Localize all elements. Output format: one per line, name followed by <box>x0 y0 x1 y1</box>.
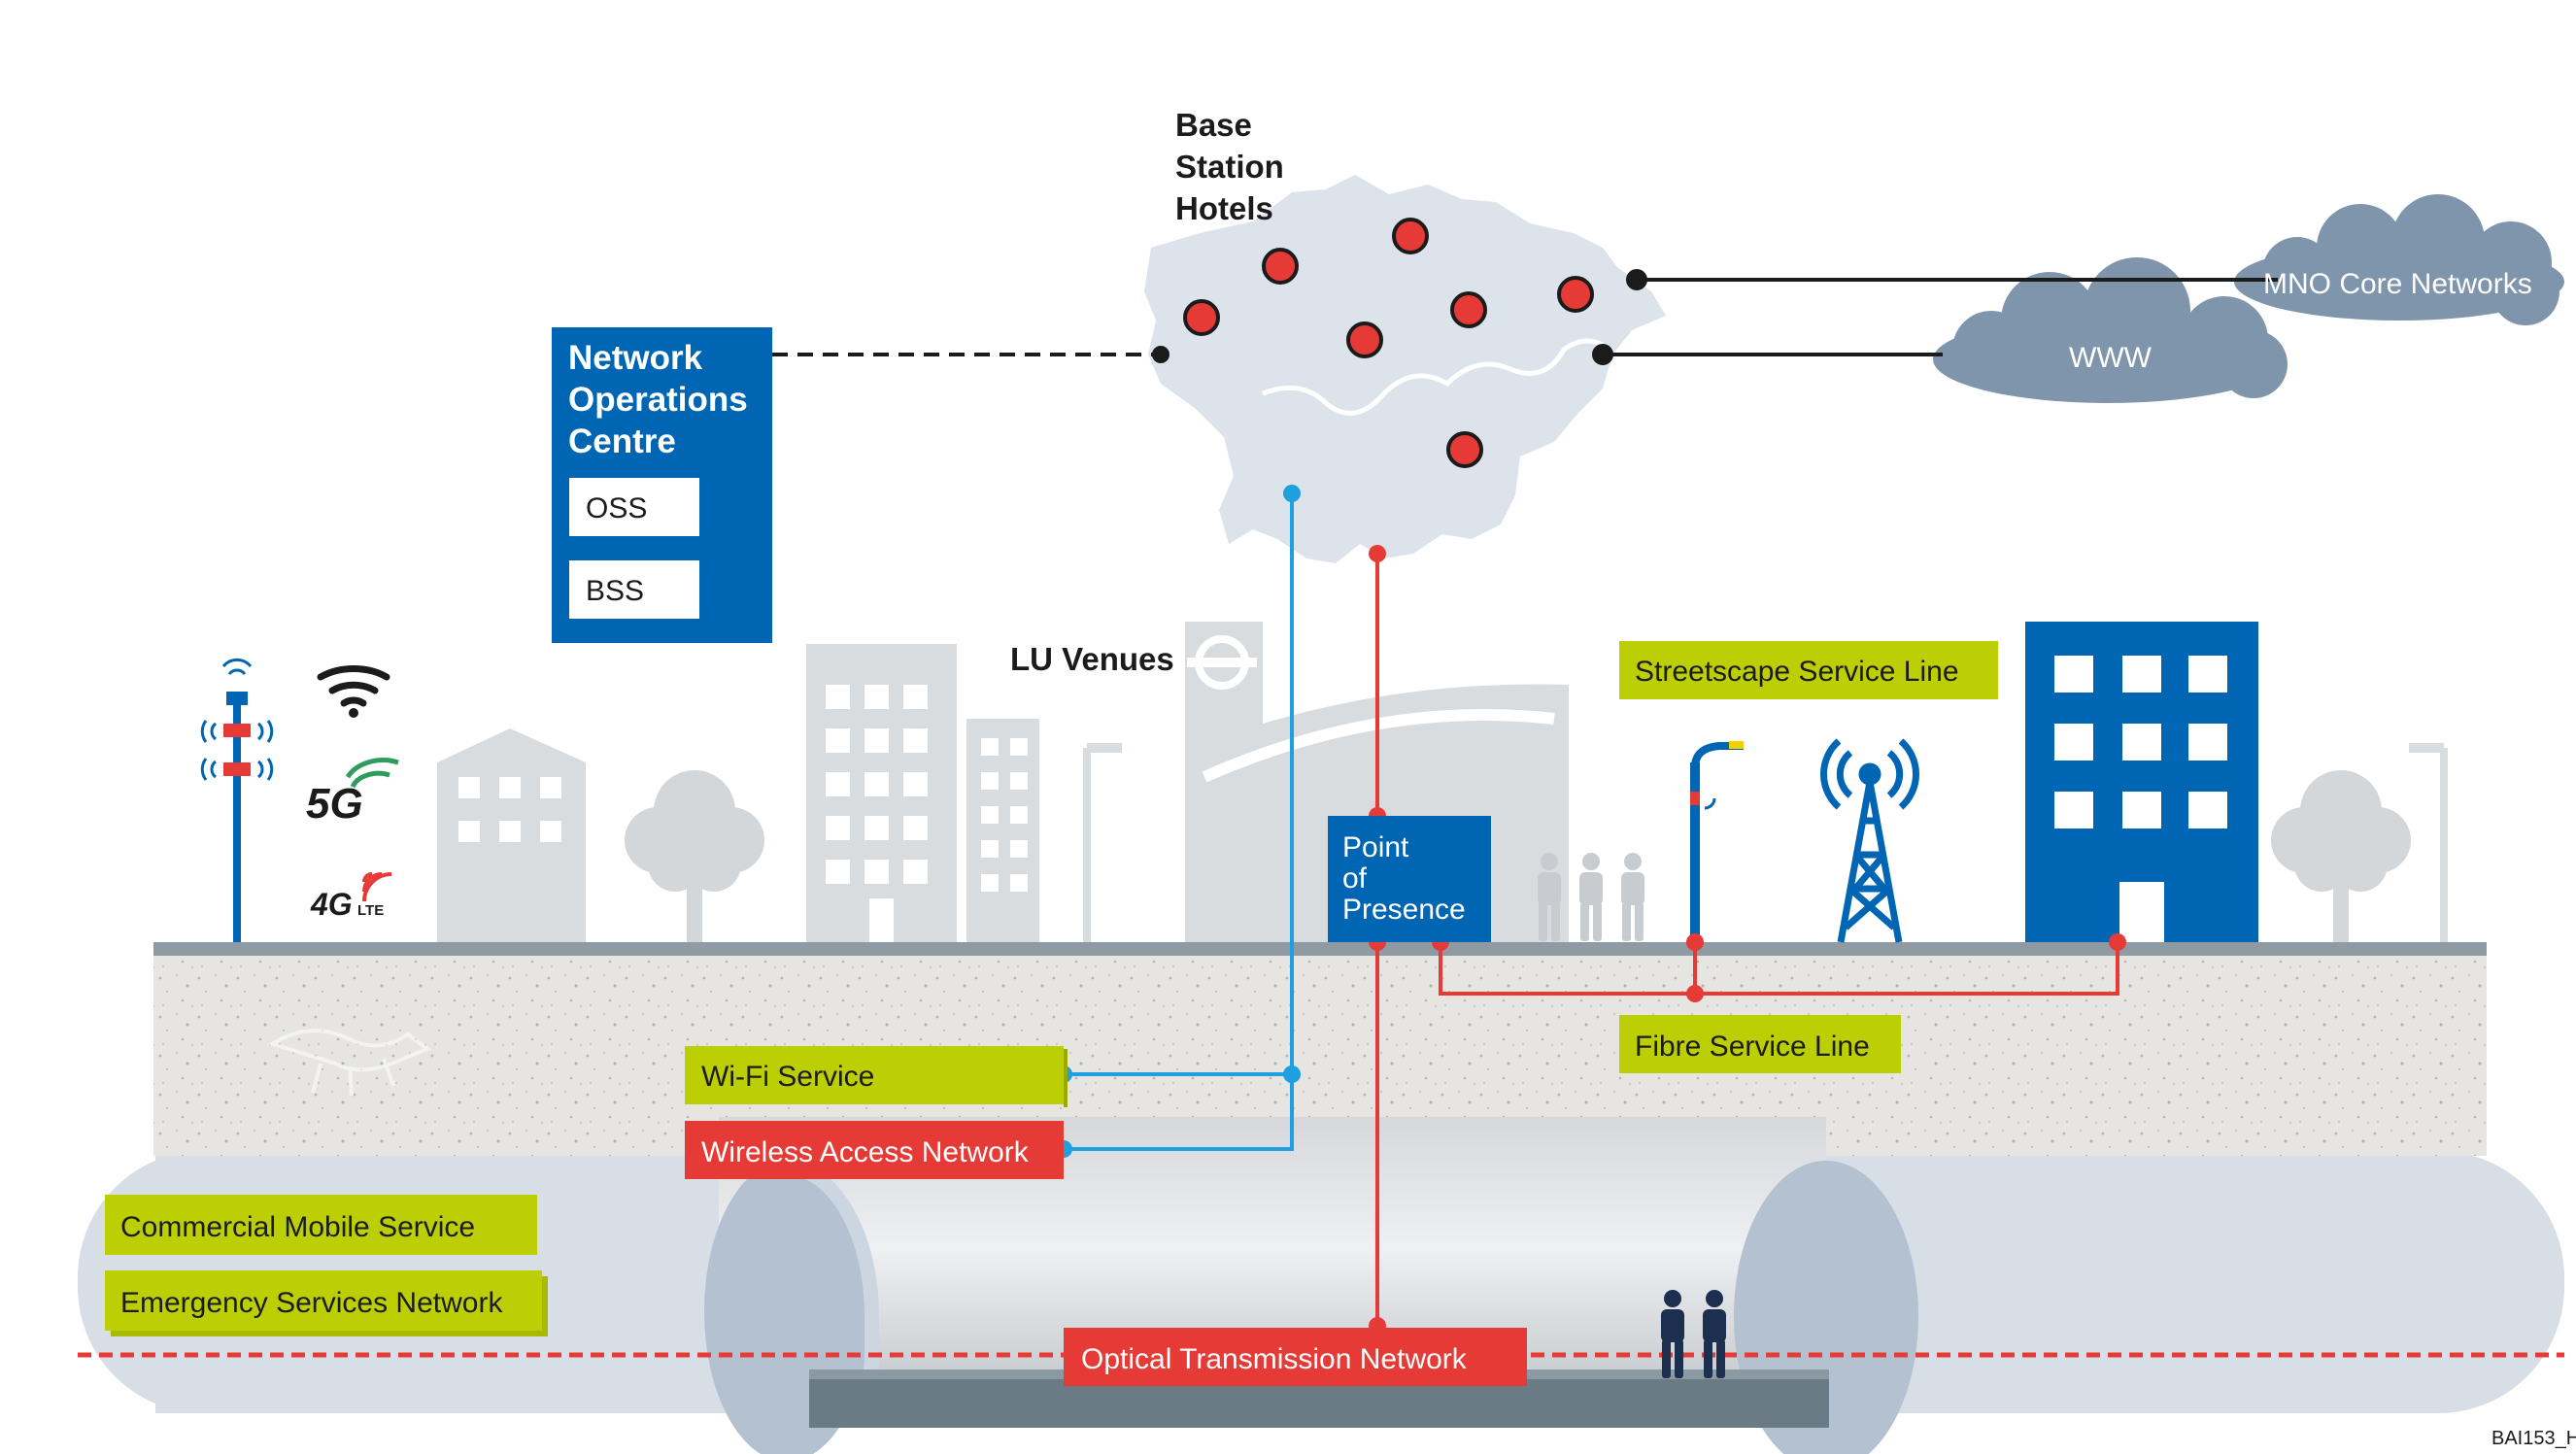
tunnel-tube <box>704 1117 1918 1454</box>
grey-buildings <box>437 622 2448 942</box>
hotel-marker <box>1557 276 1594 313</box>
bss-label: BSS <box>586 575 644 607</box>
4g-label: 4G <box>310 887 353 922</box>
hotel-marker <box>1392 218 1429 254</box>
5g-icon: 5G <box>306 758 399 828</box>
london-underground-roundel-icon <box>1187 635 1257 690</box>
oss-box <box>569 478 699 536</box>
radio-mast-icon <box>1819 738 1920 943</box>
hotel-marker <box>1450 291 1487 328</box>
base-station-hotels-line-3: Hotels <box>1175 190 1273 226</box>
hotel-marker <box>1262 248 1299 285</box>
oss-label: OSS <box>586 492 647 524</box>
wireless-access-network-label: Wireless Access Network <box>685 1121 1064 1179</box>
pop-line-1: Point <box>1342 831 1409 863</box>
cell-mast-icon <box>200 658 274 942</box>
cloud-connections <box>1592 269 2278 365</box>
fossil-icon <box>267 1029 432 1097</box>
fibre-service-label: Fibre Service Line <box>1619 1015 1901 1073</box>
wifi-service-label: Wi-Fi Service <box>685 1046 1068 1107</box>
reference-code: BAI153_H <box>2491 1428 2576 1449</box>
lte-label: LTE <box>357 902 384 919</box>
hotel-marker <box>1346 321 1383 358</box>
www-cloud <box>1933 257 2288 403</box>
people-icon <box>1538 853 1644 941</box>
mno-core-networks-cloud <box>2234 194 2564 325</box>
svg-text:Fibre Service Line: Fibre Service Line <box>1635 1031 1870 1063</box>
svg-text:Wireless Access Network: Wireless Access Network <box>701 1136 1030 1168</box>
base-station-hotels-line-2: Station <box>1175 149 1284 185</box>
noc-title-line-1: Network <box>568 339 703 377</box>
optical-transmission-network-label: Optical Transmission Network <box>1064 1328 1527 1386</box>
pop-line-3: Presence <box>1342 894 1466 926</box>
lu-venues-label: LU Venues <box>1010 641 1174 677</box>
pop-line-2: of <box>1342 862 1368 895</box>
base-station-hotel-markers <box>1183 218 1594 468</box>
commercial-mobile-service-label: Commercial Mobile Service <box>105 1195 537 1255</box>
svg-text:Emergency Services Network: Emergency Services Network <box>120 1287 503 1319</box>
wifi-icon <box>317 664 390 718</box>
streetscape-service-label: Streetscape Service Line <box>1619 641 1998 699</box>
svg-text:Optical Transmission Network: Optical Transmission Network <box>1081 1343 1468 1375</box>
www-label: WWW <box>2069 342 2152 374</box>
hotel-marker <box>1446 431 1483 468</box>
svg-text:Commercial Mobile Service: Commercial Mobile Service <box>120 1211 475 1243</box>
emergency-services-network-label: Emergency Services Network <box>105 1270 548 1336</box>
hotel-marker <box>1183 299 1220 336</box>
network-operations-centre-panel: Network Operations Centre OSS BSS <box>552 327 772 643</box>
bss-box <box>569 560 699 619</box>
svg-text:Streetscape Service Line: Streetscape Service Line <box>1635 656 1959 688</box>
5g-label: 5G <box>306 780 363 828</box>
noc-connection <box>772 346 1169 363</box>
svg-text:Wi-Fi Service: Wi-Fi Service <box>701 1061 874 1093</box>
noc-title-line-3: Centre <box>568 423 676 460</box>
blue-office-building <box>2025 622 2258 942</box>
noc-title-line-2: Operations <box>568 381 748 419</box>
base-station-hotels-line-1: Base <box>1175 107 1252 143</box>
mno-core-networks-label: MNO Core Networks <box>2263 268 2532 300</box>
point-of-presence-box: Point of Presence <box>1328 816 1491 942</box>
smart-streetlamp-icon <box>1690 741 1744 942</box>
4g-lte-icon: 4G LTE <box>310 872 392 922</box>
